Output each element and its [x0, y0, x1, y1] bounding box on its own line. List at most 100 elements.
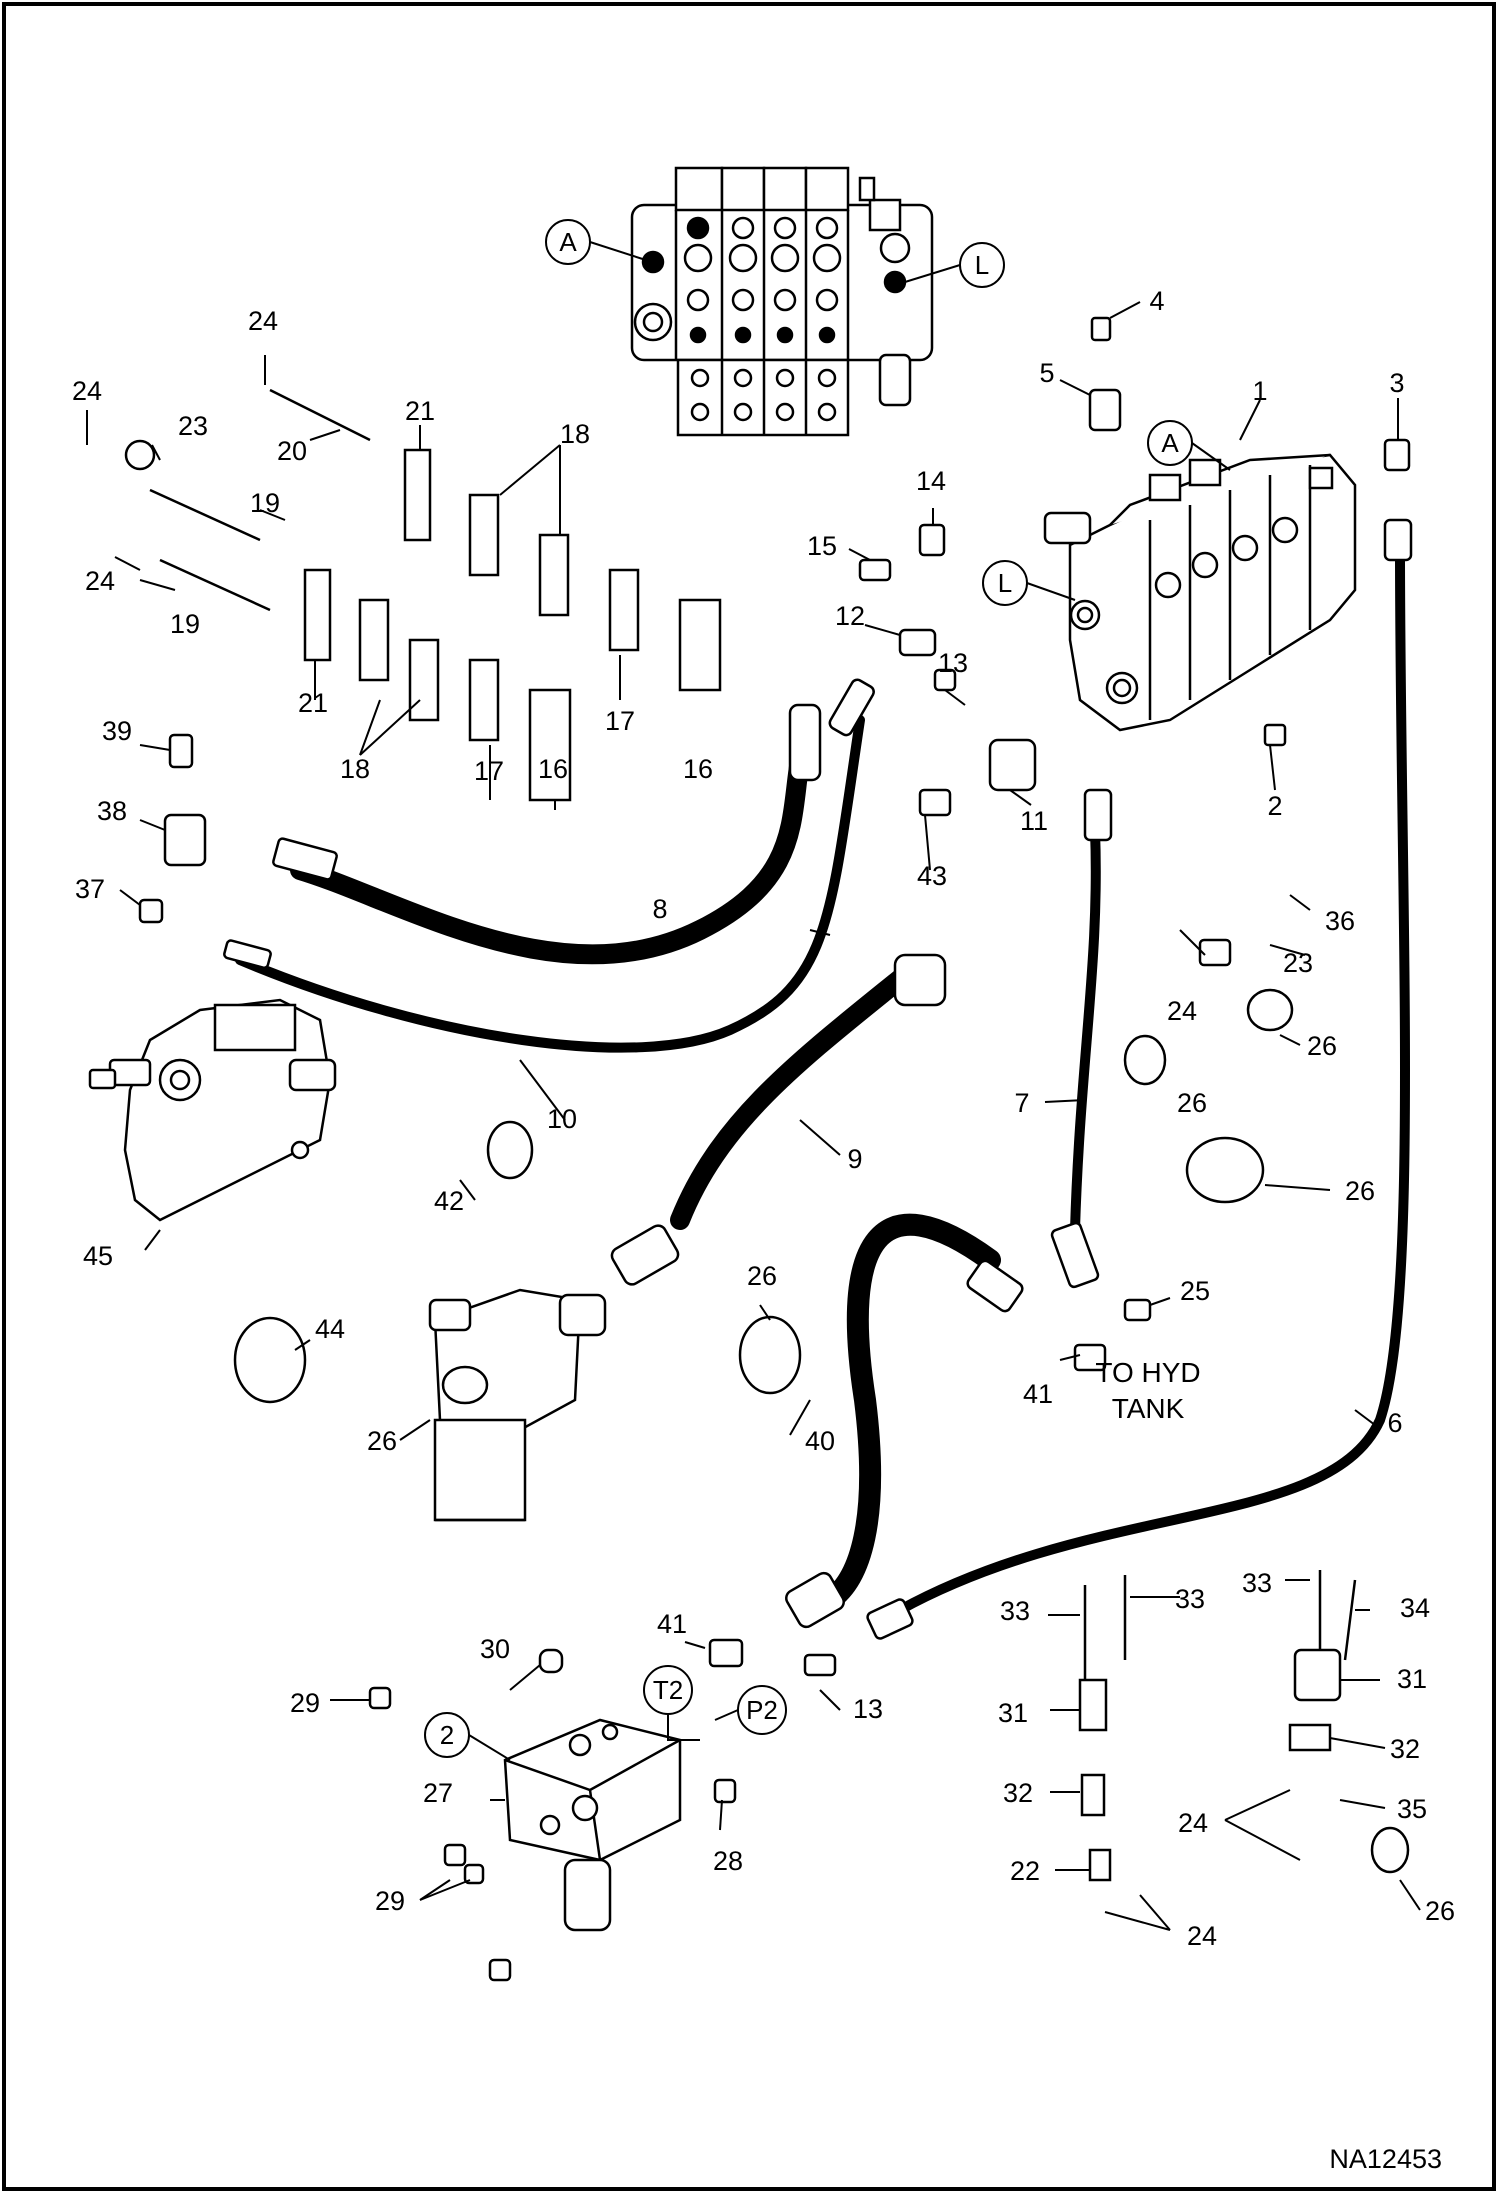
- callout-28: 28: [713, 1846, 743, 1876]
- callout-18: 18: [340, 754, 370, 784]
- callout-41: 41: [657, 1609, 687, 1639]
- callout-24: 24: [248, 306, 278, 336]
- callout-16: 16: [683, 754, 713, 784]
- callout-10: 10: [547, 1104, 577, 1134]
- callout-33: 33: [1175, 1584, 1205, 1614]
- callout-39: 39: [102, 716, 132, 746]
- callout-38: 38: [97, 796, 127, 826]
- callout-17: 17: [474, 756, 504, 786]
- callout-26: 26: [747, 1261, 777, 1291]
- hose-40: [819, 1213, 1001, 1611]
- hose-9: [670, 965, 915, 1230]
- callout-19: 19: [170, 609, 200, 639]
- callout-3: 3: [1389, 368, 1404, 398]
- diagram-id: NA12453: [1329, 2144, 1442, 2174]
- circle-label-text-t2: T2: [653, 1675, 683, 1705]
- circle-label-text-a: A: [1161, 428, 1179, 458]
- callout-20: 20: [277, 436, 307, 466]
- callout-6: 6: [1387, 1408, 1402, 1438]
- callout-33: 33: [1000, 1596, 1030, 1626]
- callout-25: 25: [1180, 1276, 1210, 1306]
- callout-34: 34: [1400, 1593, 1430, 1623]
- callout-29: 29: [375, 1886, 405, 1916]
- callout-17: 17: [605, 706, 635, 736]
- callout-15: 15: [807, 531, 837, 561]
- hose-8: [290, 750, 810, 965]
- callout-40: 40: [805, 1426, 835, 1456]
- callout-26: 26: [367, 1426, 397, 1456]
- callout-13: 13: [938, 648, 968, 678]
- callout-27: 27: [423, 1778, 453, 1808]
- circle-labels: [424, 219, 1193, 1758]
- callout-23: 23: [178, 411, 208, 441]
- tank-note-line1: TO HYD: [1095, 1357, 1200, 1388]
- callout-42: 42: [434, 1186, 464, 1216]
- callout-24: 24: [1187, 1921, 1217, 1951]
- callout-19: 19: [250, 488, 280, 518]
- callout-31: 31: [998, 1698, 1028, 1728]
- callout-26: 26: [1425, 1896, 1455, 1926]
- callout-32: 32: [1003, 1778, 1033, 1808]
- circle-label-text-2: 2: [440, 1720, 454, 1750]
- leader-lines: [86, 301, 1421, 1931]
- main-control-valve: [1043, 453, 1357, 732]
- callout-9: 9: [847, 1144, 862, 1174]
- callout-35: 35: [1397, 1794, 1427, 1824]
- callout-12: 12: [835, 601, 865, 631]
- hose-6: [895, 545, 1410, 1615]
- callout-4: 4: [1149, 286, 1164, 316]
- callout-24: 24: [72, 376, 102, 406]
- hose-7: [1070, 825, 1101, 1235]
- hose-ends: [223, 518, 1413, 1640]
- hoses: [235, 545, 1410, 1615]
- circle-label-text-a: A: [559, 227, 577, 257]
- callout-30: 30: [480, 1634, 510, 1664]
- callout-2: 2: [1267, 791, 1282, 821]
- callout-33: 33: [1242, 1568, 1272, 1598]
- callout-26: 26: [1307, 1031, 1337, 1061]
- callout-5: 5: [1039, 358, 1054, 388]
- callout-43: 43: [917, 861, 947, 891]
- callout-22: 22: [1010, 1856, 1040, 1886]
- callout-41: 41: [1023, 1379, 1053, 1409]
- callout-44: 44: [315, 1314, 345, 1344]
- circle-label-text-p2: P2: [746, 1695, 778, 1725]
- hydraulic-filter: [428, 1288, 607, 1522]
- callout-21: 21: [298, 688, 328, 718]
- callout-36: 36: [1325, 906, 1355, 936]
- hydraulic-pump: [88, 998, 337, 1222]
- callout-31: 31: [1397, 1664, 1427, 1694]
- manifold-block: [503, 1648, 682, 1932]
- band-clamps: [233, 988, 1410, 1874]
- circle-label-text-l: L: [975, 250, 989, 280]
- clamp-parts: [124, 388, 1357, 1882]
- callout-11: 11: [1020, 806, 1048, 836]
- hose-10: [235, 715, 865, 1053]
- callout-13: 13: [853, 1694, 883, 1724]
- callout-24: 24: [1167, 996, 1197, 1026]
- callout-32: 32: [1390, 1734, 1420, 1764]
- callout-29: 29: [290, 1688, 320, 1718]
- callout-1: 1: [1252, 376, 1267, 406]
- callout-23: 23: [1283, 948, 1313, 978]
- callout-16: 16: [538, 754, 568, 784]
- callout-45: 45: [83, 1241, 113, 1271]
- callout-14: 14: [916, 466, 946, 496]
- callout-7: 7: [1014, 1088, 1029, 1118]
- callout-18: 18: [560, 419, 590, 449]
- circle-label-leaders: [468, 241, 1231, 1761]
- fittings: [138, 316, 1411, 1982]
- callout-26: 26: [1177, 1088, 1207, 1118]
- callout-21: 21: [405, 396, 435, 426]
- callout-37: 37: [75, 874, 105, 904]
- control-valve-detail: [630, 166, 934, 437]
- callout-24: 24: [1178, 1808, 1208, 1838]
- callout-26: 26: [1345, 1176, 1375, 1206]
- circle-label-text-l: L: [998, 568, 1012, 598]
- callout-24: 24: [85, 566, 115, 596]
